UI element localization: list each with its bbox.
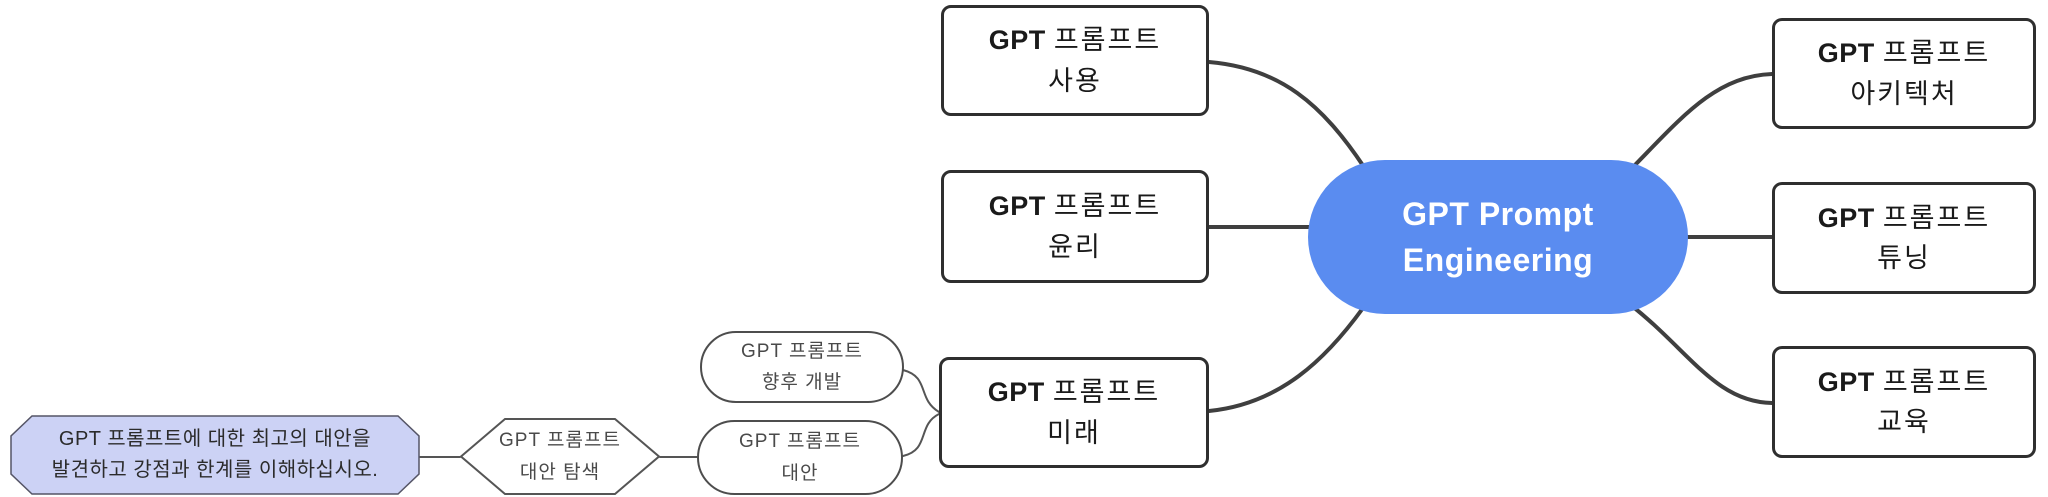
node-title-line2: 사용	[1048, 65, 1102, 96]
edge-future-alternatives	[902, 413, 940, 457]
node-label-en: GPT	[1817, 38, 1875, 68]
octagon-shape	[10, 415, 420, 495]
node-label-en: GPT	[1817, 366, 1875, 397]
node-gpt-prompt-alternatives[interactable]: GPT 프롬프트 대안	[697, 420, 903, 495]
node-label-topic: 프롬프트	[1053, 25, 1162, 55]
node-label-en: GPT	[988, 25, 1046, 55]
hexagon-shape	[460, 418, 660, 495]
node-label-topic: 프롬프트	[1053, 191, 1162, 221]
node-label-en: GPT	[1817, 202, 1875, 233]
note-line2: 발견하고 강점과 한계를 이해하십시오.	[51, 459, 379, 481]
subnode-line2: 대안	[781, 462, 819, 484]
edge-future-futuredev	[902, 369, 940, 413]
node-title-line2: 아키텍처	[1850, 78, 1958, 109]
node-title-line2: 미래	[1047, 417, 1101, 448]
node-title-line2: 윤리	[1048, 231, 1102, 262]
subnode-line2: 대안 탐색	[519, 461, 601, 483]
node-gpt-prompt-future-development[interactable]: GPT 프롬프트 향후 개발	[700, 331, 904, 403]
node-label-en: GPT	[988, 191, 1046, 221]
node-title-line2: 튜닝	[1877, 243, 1931, 273]
node-title-line2: 교육	[1877, 407, 1931, 437]
edge-center-education	[1630, 304, 1774, 405]
subnode-line1: GPT 프롬프트	[741, 340, 863, 362]
subnode-line2: 향후 개발	[761, 372, 843, 393]
node-label-en: GPT	[987, 377, 1045, 407]
subnode-line1: GPT 프롬프트	[499, 430, 621, 452]
node-label-topic: 프롬프트	[1882, 366, 1991, 397]
node-alternatives-note[interactable]: GPT 프롬프트에 대한 최고의 대안을 발견하고 강점과 한계를 이해하십시오…	[10, 415, 420, 495]
node-label-topic: 프롬프트	[1882, 202, 1991, 233]
center-title-line2: Engineering	[1402, 242, 1594, 278]
edge-center-future	[1207, 306, 1365, 413]
subnode-line1: GPT 프롬프트	[739, 431, 861, 453]
node-label-topic: 프롬프트	[1052, 377, 1161, 407]
center-title-line1: GPT Prompt	[1402, 195, 1594, 232]
node-label-topic: 프롬프트	[1882, 38, 1991, 68]
edge-center-usage	[1207, 60, 1366, 169]
note-line1: GPT 프롬프트에 대한 최고의 대안을	[58, 428, 372, 450]
node-center-gpt-prompt-engineering[interactable]: GPT Prompt Engineering	[1308, 160, 1688, 314]
edge-center-architecture	[1632, 72, 1774, 168]
node-gpt-prompt-alternatives-explore[interactable]: GPT 프롬프트 대안 탐색	[460, 418, 660, 495]
